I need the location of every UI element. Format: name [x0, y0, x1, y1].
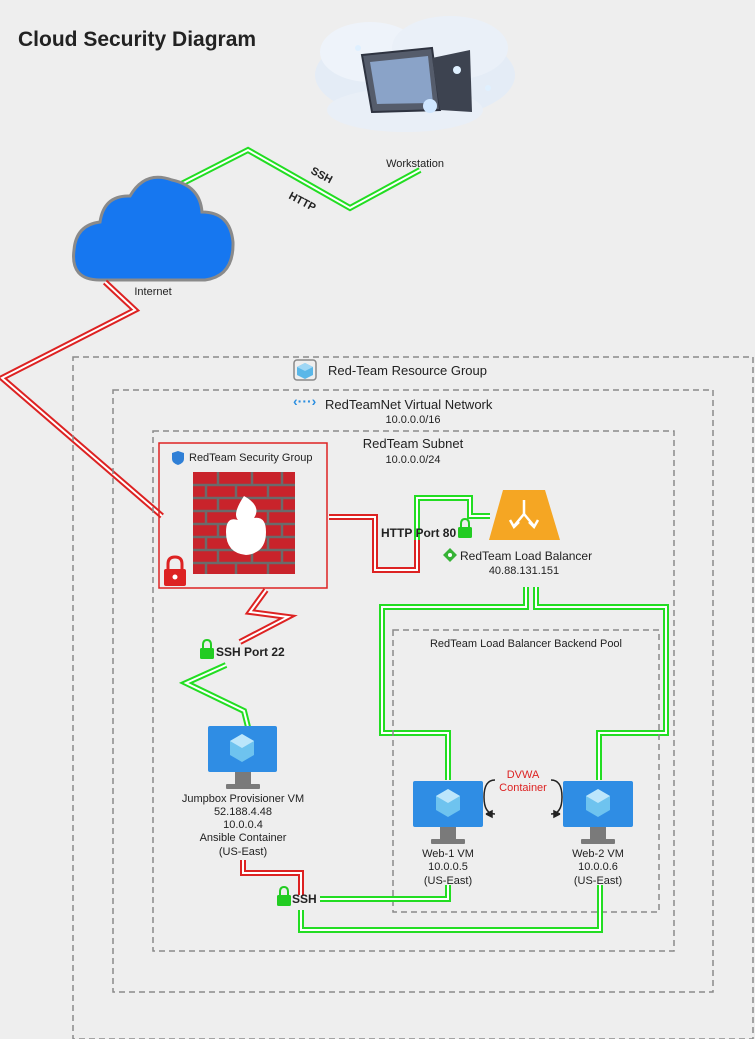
load-balancer-ip: 40.88.131.151	[489, 565, 559, 577]
monitor-icon	[563, 781, 633, 844]
jumpbox-region: (US-East)	[219, 846, 267, 858]
ssh-jumpbox-link	[178, 662, 251, 728]
security-group-boundary[interactable]	[158, 442, 328, 589]
jumpbox-name: Jumpbox Provisioner VM	[182, 793, 304, 805]
internet-node[interactable]: Internet	[72, 175, 235, 298]
load-balancer-node[interactable]: RedTeam Load Balancer 40.88.131.151	[443, 490, 592, 577]
lock-icon	[164, 555, 186, 586]
shield-icon	[172, 451, 184, 465]
jumpbox-public-ip: 52.188.4.48	[214, 806, 272, 818]
web1-ip: 10.0.0.5	[428, 861, 468, 873]
green-lock-icon	[200, 638, 214, 659]
vnet-label: RedTeamNet Virtual Network	[325, 397, 493, 412]
ssh-bottom-label: SSH	[292, 892, 317, 906]
dvwa-label-2: Container	[499, 782, 547, 794]
ssh-port-label: SSH Port 22	[216, 645, 285, 659]
load-balancer-arrows	[508, 500, 540, 530]
dvwa-label-1: DVWA	[507, 769, 540, 781]
load-balancer-label: RedTeam Load Balancer	[460, 549, 592, 563]
lb-web2-link	[533, 587, 669, 780]
monitor-icon	[208, 726, 277, 789]
resource-group-icon	[293, 359, 317, 381]
vnet-icon: ‹···›	[293, 393, 317, 409]
diagram-title: Cloud Security Diagram	[18, 28, 256, 51]
web1-vm-node[interactable]: Web-1 VM 10.0.0.5 (US-East)	[413, 781, 483, 887]
internet-label: Internet	[134, 286, 171, 298]
security-group-label: RedTeam Security Group	[189, 452, 313, 464]
web2-name: Web-2 VM	[572, 848, 624, 860]
ssh-web2-link	[298, 885, 603, 933]
web1-name: Web-1 VM	[422, 848, 474, 860]
nsg-ssh-red-link	[238, 588, 298, 645]
web2-ip: 10.0.0.6	[578, 861, 618, 873]
ssh-link-label: SSH	[309, 165, 335, 186]
http-lb-green-link	[414, 495, 490, 540]
ssh-web1-link	[320, 885, 451, 902]
resource-group-boundary	[72, 356, 754, 1039]
internet-nsg-link	[0, 279, 164, 519]
backend-pool-label: RedTeam Load Balancer Backend Pool	[430, 638, 622, 650]
subnet-boundary	[152, 430, 675, 952]
workstation-label: Workstation	[386, 158, 444, 170]
workstation-internet-link	[148, 146, 422, 212]
lb-web1-link	[379, 587, 529, 780]
resource-group-label: Red-Team Resource Group	[328, 363, 487, 378]
workstation-node[interactable]: Workstation	[315, 16, 515, 170]
web2-vm-node[interactable]: Web-2 VM 10.0.0.6 (US-East)	[563, 781, 633, 887]
jumpbox-container: Ansible Container	[200, 832, 287, 844]
vnet-cidr: 10.0.0.0/16	[385, 414, 440, 426]
web1-region: (US-East)	[424, 875, 472, 887]
dvwa-connector	[483, 779, 563, 819]
nsg-lb-red-link	[329, 514, 420, 573]
green-lock-icon	[458, 517, 472, 538]
firewall-icon	[193, 472, 295, 574]
green-lock-icon	[277, 885, 291, 906]
jumpbox-private-ip: 10.0.0.4	[223, 819, 263, 831]
subnet-cidr: 10.0.0.0/24	[385, 454, 440, 466]
load-balancer-small-icon	[443, 548, 457, 562]
web2-region: (US-East)	[574, 875, 622, 887]
jumpbox-ssh-red-link	[240, 860, 304, 895]
vnet-boundary	[112, 389, 714, 993]
internet-cloud-icon	[72, 175, 235, 282]
subnet-label: RedTeam Subnet	[363, 436, 464, 451]
workstation-cloud-icon	[315, 16, 515, 132]
http-port-label: HTTP Port 80	[381, 526, 456, 540]
backend-pool-boundary	[392, 629, 660, 913]
jumpbox-vm-node[interactable]: Jumpbox Provisioner VM 52.188.4.48 10.0.…	[182, 726, 304, 858]
http-link-label: HTTP	[287, 190, 318, 214]
monitor-icon	[413, 781, 483, 844]
